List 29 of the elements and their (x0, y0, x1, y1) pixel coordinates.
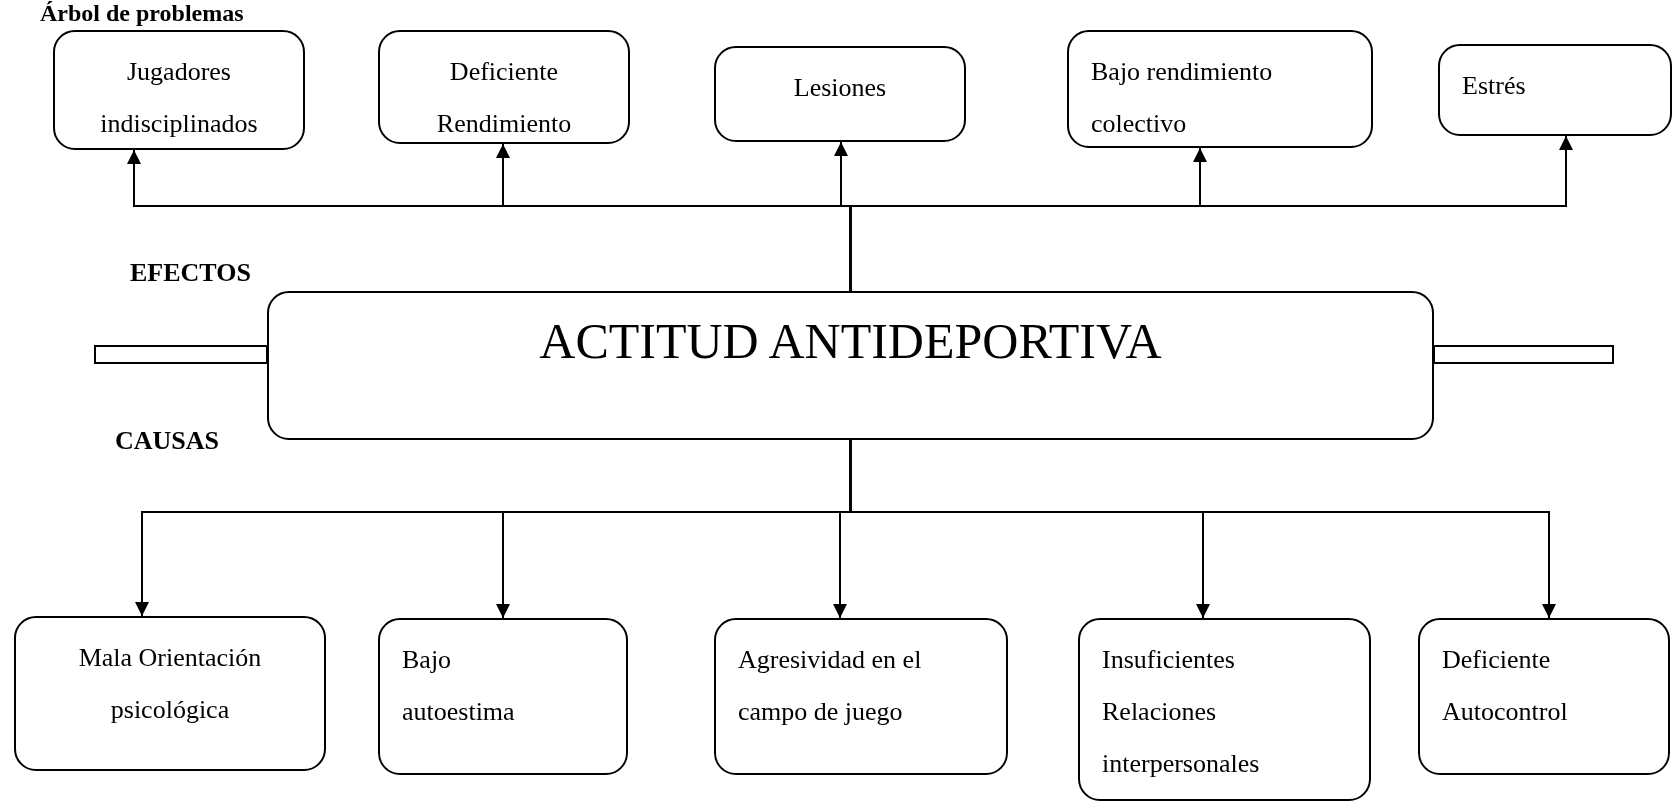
box-text: Bajo rendimiento colectivo (1091, 56, 1274, 140)
box-text: Lesiones (792, 72, 888, 104)
side-bar (1433, 345, 1614, 364)
problem-box (378, 618, 628, 775)
problem-box (714, 618, 1008, 775)
problem-box (378, 30, 630, 144)
box-text: Deficiente Rendimiento (435, 56, 573, 140)
box-text: Deficiente Autocontrol (1442, 644, 1569, 728)
problem-box (1067, 30, 1373, 148)
problem-box (1438, 44, 1672, 136)
diagram-title: Árbol de problemas (40, 0, 244, 26)
problem-box (14, 616, 326, 771)
section-label: CAUSAS (115, 426, 220, 456)
side-bar (94, 345, 268, 364)
problem-box (53, 30, 305, 150)
arrow (849, 135, 1573, 292)
box-text: ACTITUD ANTIDEPORTIVA (538, 312, 1163, 371)
box-text: Agresividad en el campo de juego (738, 644, 923, 728)
box-text: Insuficientes Relaciones interpersonales (1102, 644, 1261, 780)
box-text: Mala Orientación psicológica (77, 642, 263, 726)
problem-box (714, 46, 966, 142)
box-text: Bajo autoestima (402, 644, 516, 728)
problem-box (1078, 618, 1371, 801)
box-text: Jugadores indisciplinados (99, 56, 259, 140)
problem-box (1418, 618, 1670, 775)
section-label: EFECTOS (130, 258, 251, 288)
box-text: Estrés (1462, 70, 1527, 102)
arrow (849, 439, 1556, 619)
core-problem-box (267, 291, 1434, 440)
